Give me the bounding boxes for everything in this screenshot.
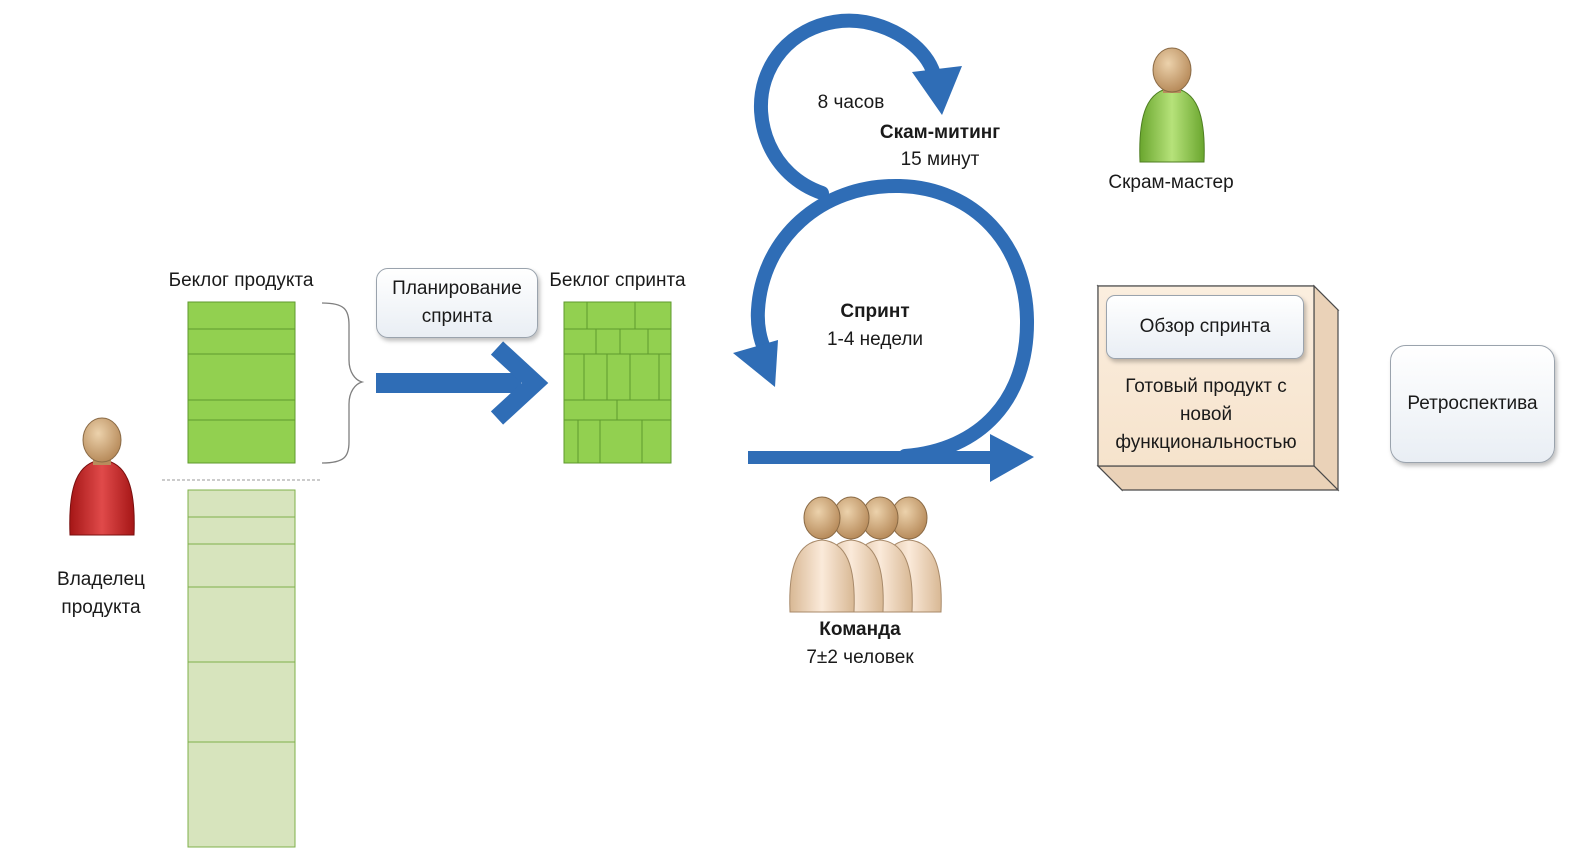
product-backlog-label: Беклог продукта [168, 270, 314, 291]
increment-label: Готовый продукт с новой функциональность… [1098, 373, 1314, 457]
sprint-title: Спринт [840, 301, 910, 322]
daily-scrum-duration: 15 минут [900, 149, 980, 170]
increment-line1: Готовый продукт с [1125, 376, 1287, 397]
planning-arrow [376, 341, 549, 425]
scrum-master-label: Скрам-мастер [1108, 172, 1234, 193]
sprint-backlog-blocks [563, 301, 672, 464]
increment-line2: новой [1179, 404, 1233, 425]
curly-brace [321, 302, 365, 464]
scrum-master-icon [1139, 47, 1205, 163]
product-owner-label: Владелец продукта [30, 566, 172, 622]
sprint-loop [733, 178, 1035, 482]
sprint-planning-box: Планирование спринта [376, 268, 538, 338]
sprint-planning-line1: Планирование [392, 278, 522, 299]
sprint-review-box: Обзор спринта [1106, 295, 1304, 359]
product-owner-line2: продукта [61, 597, 141, 618]
daily-scrum-hours: 8 часов [817, 92, 885, 113]
team-icon [789, 496, 942, 613]
product-owner-icon [69, 417, 135, 536]
sprint-duration: 1-4 недели [826, 329, 924, 350]
increment-line3: функциональностью [1115, 432, 1297, 453]
sprint-backlog-label: Беклог спринта [549, 270, 686, 291]
product-backlog-top [187, 301, 296, 464]
daily-scrum-title: Скам-митинг [879, 122, 1001, 143]
product-backlog-bottom [187, 489, 296, 848]
team-size: 7±2 человек [806, 647, 914, 668]
retrospective-box: Ретроспектива [1390, 345, 1555, 463]
product-owner-line1: Владелец [57, 569, 145, 590]
sprint-planning-line2: спринта [421, 306, 493, 327]
increment-cube [1096, 284, 1340, 492]
team-title: Команда [819, 619, 901, 640]
daily-scrum-loop [753, 13, 962, 200]
